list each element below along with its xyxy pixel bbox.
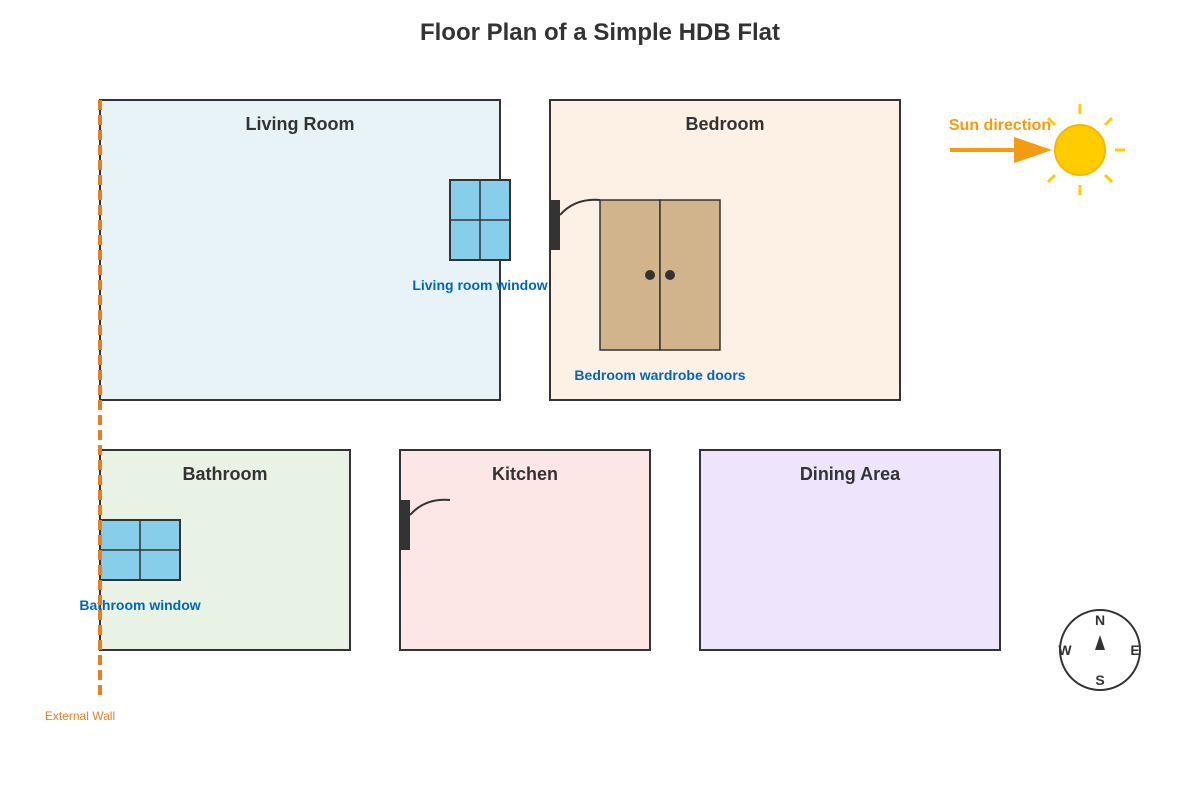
kitchen-door-leaf	[400, 500, 410, 550]
dining-area: Dining Area	[699, 449, 1001, 651]
sun-disc	[1054, 124, 1106, 176]
bathroom-window	[99, 519, 181, 581]
kitchen-door	[400, 498, 451, 550]
external-wall-label: External Wall	[45, 709, 115, 723]
compass-west: W	[1058, 642, 1072, 658]
compass: N S E W	[1058, 609, 1141, 691]
bedroom-label: Bedroom	[685, 114, 764, 134]
sun-direction-arrow-head	[1014, 137, 1052, 163]
sun-ray-bottom-right	[1103, 173, 1114, 184]
compass-north: N	[1095, 612, 1105, 628]
sun-rays	[1046, 104, 1125, 195]
page-title: Floor Plan of a Simple HDB Flat	[420, 19, 780, 46]
bedroom-door-leaf	[550, 200, 560, 250]
sun-ray-top-right	[1103, 116, 1114, 127]
sun-icon	[1046, 104, 1125, 195]
kitchen-area	[399, 449, 651, 651]
living-room-area	[99, 99, 501, 401]
compass-south: S	[1095, 672, 1104, 688]
bedroom-wardrobe-doors-label: Bedroom wardrobe doors	[574, 367, 745, 383]
sun-direction-label: Sun direction	[949, 117, 1051, 134]
dining-area-region	[699, 449, 1001, 651]
wardrobe-left-knob	[645, 270, 655, 280]
bathroom-label: Bathroom	[183, 464, 268, 484]
kitchen: Kitchen	[399, 449, 651, 651]
kitchen-door-swing	[409, 498, 451, 516]
bathroom-window-label: Bathroom window	[79, 597, 200, 613]
sun-ray-bottom-left	[1046, 173, 1057, 184]
living-room-label: Living Room	[246, 114, 355, 134]
living-room-window	[449, 179, 511, 261]
dining-area-label: Dining Area	[800, 464, 901, 484]
compass-east: E	[1130, 642, 1139, 658]
compass-needle-icon	[1095, 635, 1105, 650]
sun-direction-indicator: Sun direction	[949, 117, 1052, 163]
living-room-window-label: Living room window	[412, 277, 547, 293]
living-room: Living Room	[99, 99, 501, 401]
bedroom-door-swing	[559, 198, 601, 216]
wardrobe	[599, 199, 721, 351]
sun-ray-top-left	[1046, 116, 1057, 127]
wardrobe-right-knob	[665, 270, 675, 280]
bedroom-door	[550, 198, 601, 250]
kitchen-label: Kitchen	[492, 464, 558, 484]
